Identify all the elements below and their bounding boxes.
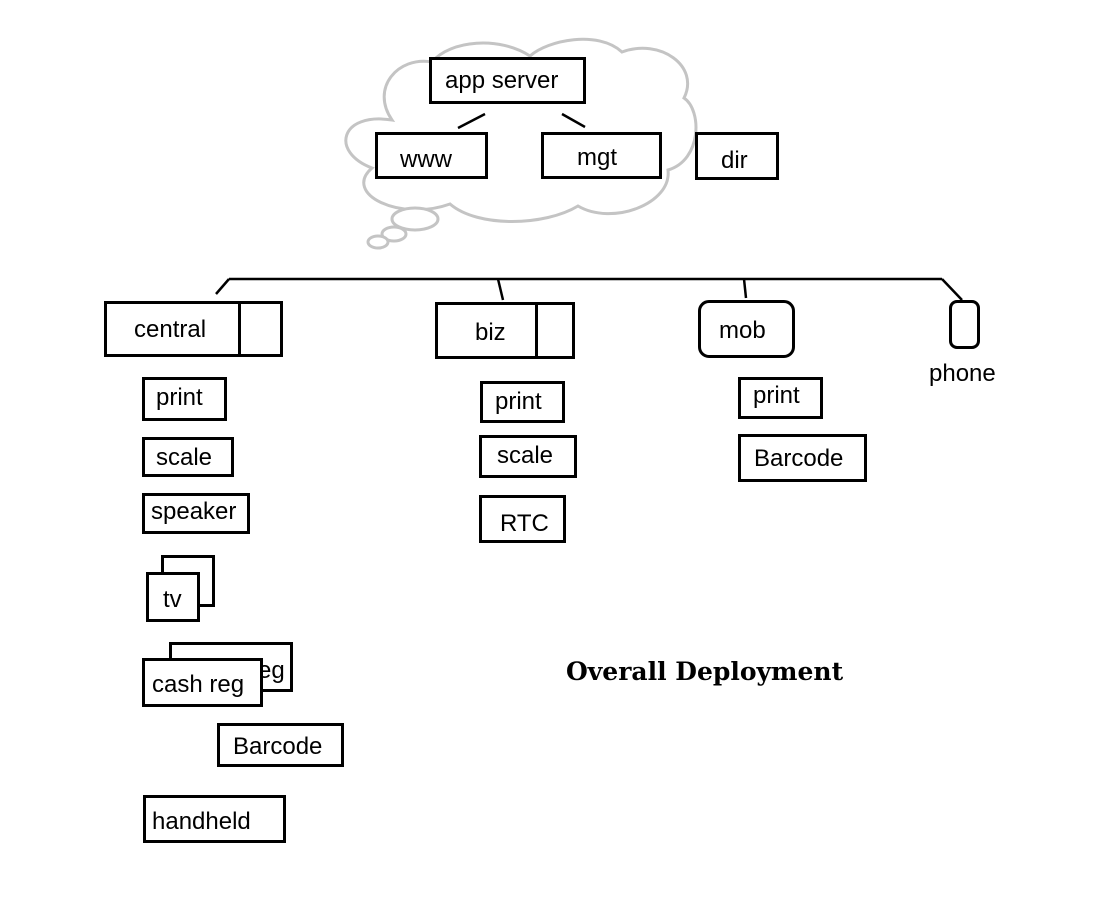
central-node: central bbox=[104, 301, 283, 357]
cash-reg-front-box: cash reg bbox=[142, 658, 263, 707]
biz-print-label: print bbox=[495, 388, 542, 415]
mgt-label: mgt bbox=[577, 144, 618, 171]
central-scale-label: scale bbox=[156, 444, 213, 471]
central-label: central bbox=[134, 316, 207, 343]
phone-label: phone bbox=[929, 360, 996, 387]
central-speaker-box: speaker bbox=[142, 493, 250, 534]
network-bus bbox=[215, 277, 963, 301]
biz-scale-label: scale bbox=[497, 442, 554, 469]
central-print-box: print bbox=[142, 377, 227, 421]
tv-label: tv bbox=[163, 586, 182, 613]
cash-reg-label: cash reg bbox=[152, 671, 245, 698]
biz-node: biz bbox=[435, 302, 575, 359]
central-barcode-box: Barcode bbox=[217, 723, 344, 767]
central-print-label: print bbox=[156, 384, 203, 411]
central-speaker-label: speaker bbox=[151, 498, 237, 525]
dir-box: dir bbox=[695, 132, 779, 180]
mob-node: mob bbox=[698, 300, 795, 358]
cloud-links bbox=[457, 112, 586, 130]
app-server-box: app server bbox=[429, 57, 586, 104]
mgt-box: mgt bbox=[541, 132, 662, 179]
app-server-label: app server bbox=[445, 67, 559, 94]
biz-label: biz bbox=[475, 319, 506, 346]
mob-label: mob bbox=[719, 317, 766, 344]
handheld-box: handheld bbox=[143, 795, 286, 843]
handheld-label: handheld bbox=[152, 808, 251, 835]
dir-label: dir bbox=[721, 147, 748, 174]
phone-icon bbox=[949, 300, 980, 349]
www-box: www bbox=[375, 132, 488, 179]
rtc-label: RTC bbox=[500, 510, 549, 537]
mob-print-label: print bbox=[753, 382, 800, 409]
biz-divider bbox=[535, 305, 538, 356]
tv-front-box: tv bbox=[146, 572, 200, 622]
diagram-title: Overall Deployment bbox=[566, 657, 844, 686]
www-label: www bbox=[400, 146, 452, 173]
biz-print-box: print bbox=[480, 381, 565, 423]
central-barcode-label: Barcode bbox=[233, 733, 323, 760]
mob-barcode-box: Barcode bbox=[738, 434, 867, 482]
biz-scale-box: scale bbox=[479, 435, 577, 478]
mob-barcode-label: Barcode bbox=[754, 445, 844, 472]
rtc-box: RTC bbox=[479, 495, 566, 543]
central-scale-box: scale bbox=[142, 437, 234, 477]
central-divider bbox=[238, 304, 241, 354]
mob-print-box: print bbox=[738, 377, 823, 419]
